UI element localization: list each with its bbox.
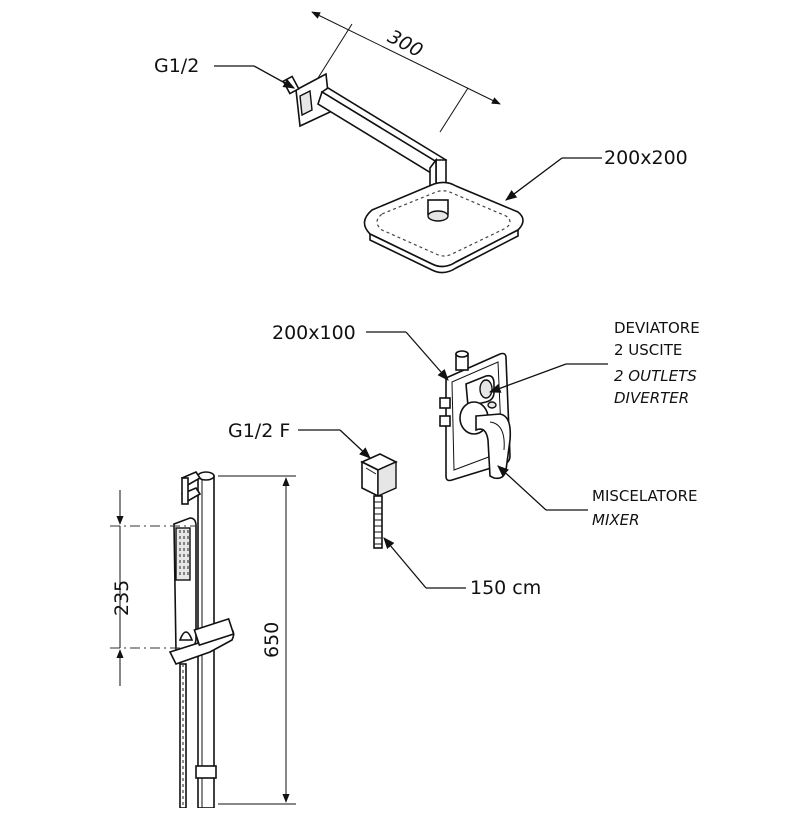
label-arm-length: 300 [384, 26, 426, 62]
shower-head [363, 181, 524, 274]
label-diverter-en-2: DIVERTER [614, 389, 689, 407]
overhead-shower-group: G1/2 300 200x200 [154, 11, 688, 274]
label-hand-shower-height: 235 [111, 580, 133, 616]
label-rail-height: 650 [261, 622, 283, 658]
diverter-knob [465, 374, 495, 407]
top-bracket [180, 471, 202, 505]
label-inlet-outlet: G1/2 F [228, 420, 290, 442]
label-plate-size: 200x100 [272, 322, 356, 344]
hose-stub [373, 495, 383, 549]
label-hose-length: 150 cm [470, 577, 541, 599]
mixer-lever [459, 401, 512, 480]
label-head-size: 200x200 [604, 147, 688, 169]
label-mixer-en: MIXER [592, 511, 640, 529]
hand-shower-hose [179, 663, 187, 809]
wall-outlet-group: G1/2 F 150 cm [228, 420, 541, 599]
label-diverter-it-1: DEVIATORE [614, 319, 700, 337]
label-diverter-it-2: 2 USCITE [614, 341, 682, 359]
label-inlet-head: G1/2 [154, 55, 199, 77]
label-diverter-en-1: 2 OUTLETS [614, 367, 697, 385]
slider-holder [168, 617, 235, 665]
slide-rail-group: 235 650 [110, 471, 296, 809]
hand-shower [173, 517, 197, 653]
label-mixer-it: MISCELATORE [592, 487, 698, 505]
mixer-diverter-group: 200x100 DEVIATORE 2 USCITE 2 OUTLETS DIV… [272, 319, 700, 529]
wall-outlet [360, 453, 398, 498]
